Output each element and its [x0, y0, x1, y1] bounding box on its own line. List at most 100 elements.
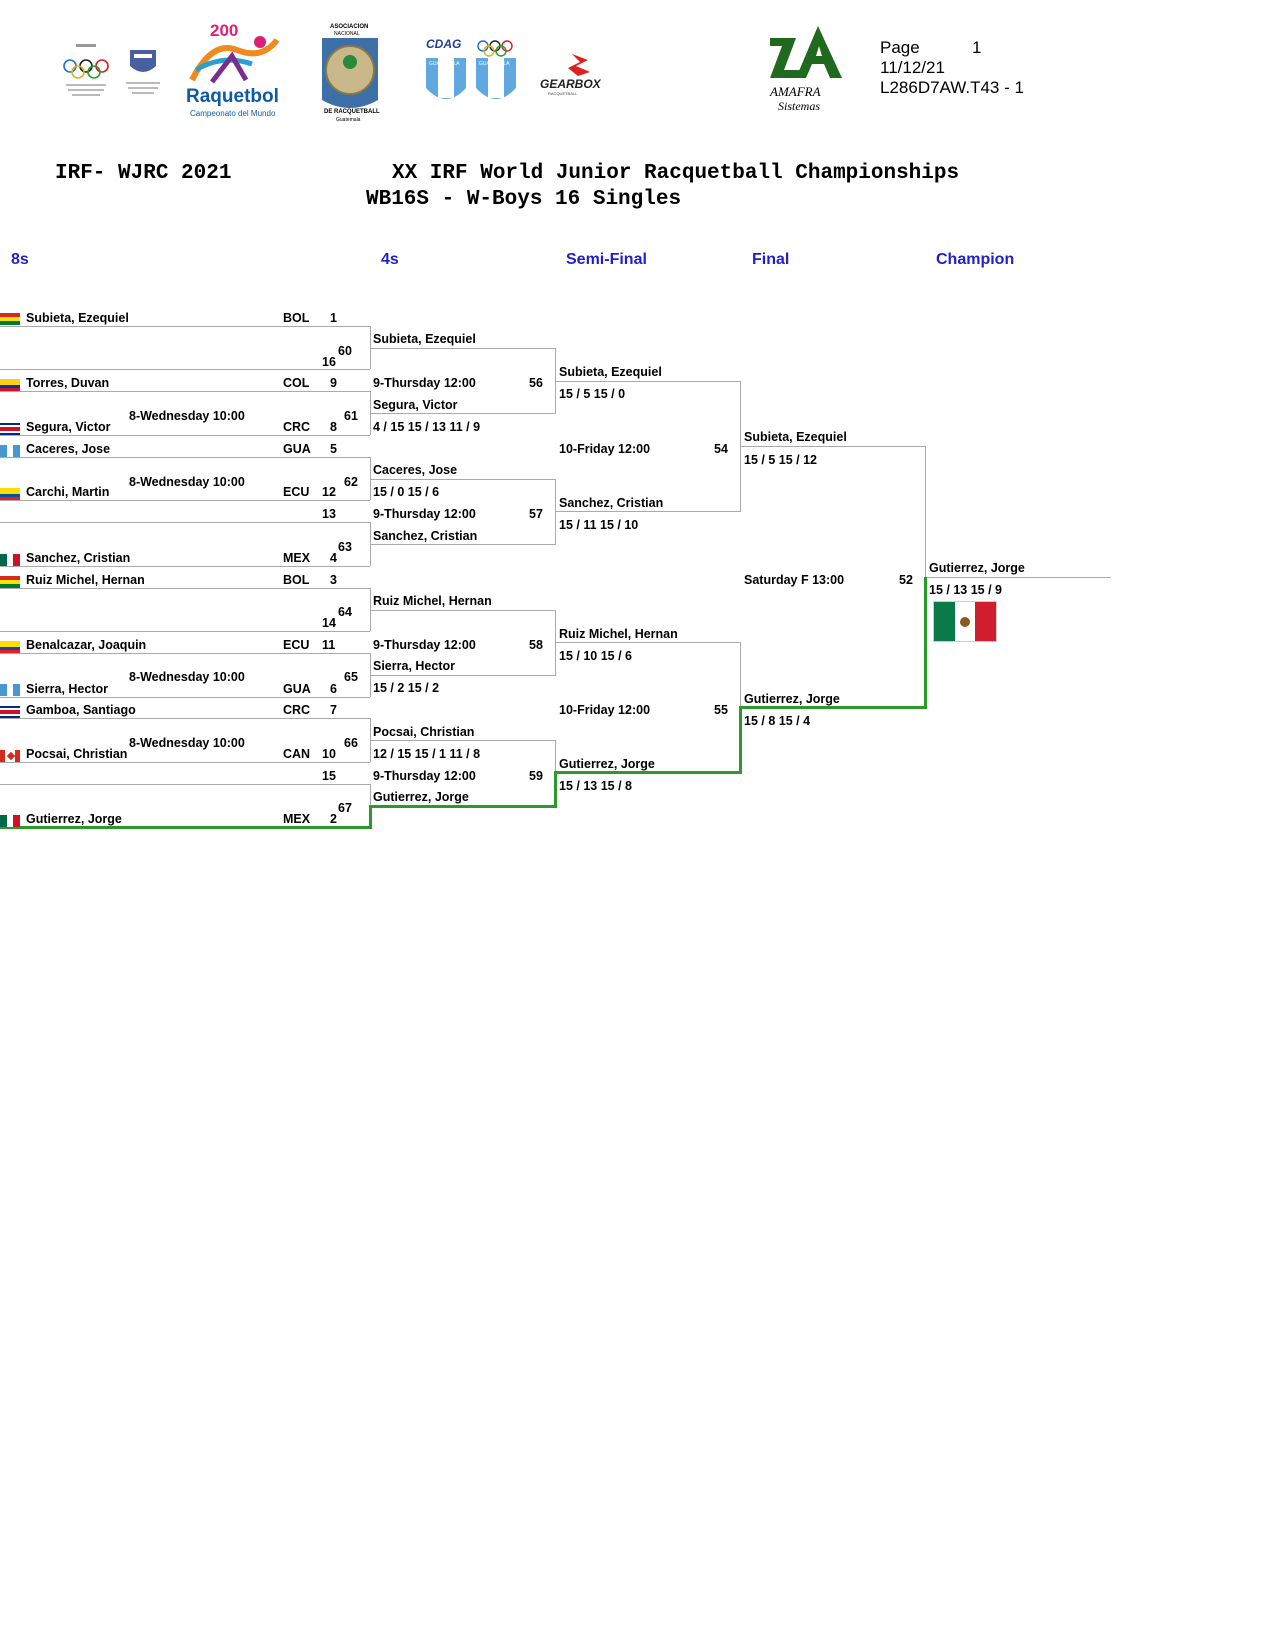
bracket-line: [370, 544, 556, 545]
guatemala-flag-icon: [0, 445, 20, 457]
bracket-line: [0, 326, 370, 327]
match-number: 66: [344, 736, 358, 750]
svg-text:NACIONAL: NACIONAL: [334, 31, 360, 37]
round-header-semi-final: Semi-Final: [566, 251, 647, 268]
match-number: 65: [344, 670, 358, 684]
gearbox-logo: GEARBOX RACQUETBALL: [538, 50, 628, 96]
bracket-line: [0, 435, 370, 436]
match-number: 61: [344, 409, 358, 423]
match-number: 55: [714, 703, 728, 717]
match-number: 54: [714, 442, 728, 456]
match-number: 52: [899, 573, 913, 587]
round-header-final: Final: [752, 251, 790, 268]
bracket-line: [555, 642, 741, 643]
match-number: 64: [338, 605, 352, 619]
player-country: ECU: [283, 485, 310, 499]
bye-seed: 14: [322, 616, 336, 630]
svg-text:Raquetbol: Raquetbol: [186, 86, 279, 107]
division-title: WB16S - W-Boys 16 Singles: [366, 188, 682, 211]
bracket-line: [0, 566, 370, 567]
winner-name: Segura, Victor: [373, 398, 458, 412]
player-country: CRC: [283, 420, 311, 434]
bracket-line: [370, 740, 556, 741]
match-number: 67: [338, 801, 352, 815]
olympic-committee-logo-1: [60, 42, 112, 100]
print-date: 11/12/21: [880, 58, 945, 77]
winner-path: [739, 706, 742, 774]
match-number: 58: [529, 638, 543, 652]
player-country: CRC: [283, 703, 311, 717]
player-name: Sanchez, Cristian: [26, 551, 131, 565]
player-seed: 7: [330, 703, 337, 717]
bracket-line: [0, 762, 370, 763]
winner-name: Gutierrez, Jorge: [373, 790, 469, 804]
match-score: 15 / 8 15 / 4: [744, 714, 811, 728]
player-country: CAN: [283, 747, 311, 761]
svg-text:GUATEMALA: GUATEMALA: [479, 61, 510, 67]
player-country: BOL: [283, 573, 310, 587]
player-seed: 1: [330, 311, 337, 325]
player-seed: 2: [330, 812, 337, 826]
report-code: L286D7AW.T43 - 1: [880, 78, 1024, 97]
bolivia-flag-icon: [0, 313, 20, 325]
match-score: 15 / 5 15 / 12: [744, 453, 817, 467]
match-time: Saturday F 13:00: [744, 573, 845, 587]
player-country: GUA: [283, 442, 311, 456]
winner-name: Pocsai, Christian: [373, 725, 475, 739]
champion-name: Gutierrez, Jorge: [929, 561, 1025, 575]
bracket-line: [0, 391, 370, 392]
player-seed: 9: [330, 376, 337, 390]
winner-path: [554, 771, 742, 774]
bracket-line: [0, 631, 370, 632]
player-seed: 6: [330, 682, 337, 696]
match-time: 9-Thursday 12:00: [373, 638, 476, 652]
svg-text:CDAG: CDAG: [426, 37, 461, 51]
match-number: 62: [344, 475, 358, 489]
cdag-logo: CDAG GUATEMALA GUATEMALA: [420, 36, 522, 108]
match-time: 9-Thursday 12:00: [373, 376, 476, 390]
bracket-line: [555, 511, 741, 512]
svg-text:Guatemala: Guatemala: [336, 117, 361, 123]
bracket-line: [0, 369, 370, 370]
match-time: 10-Friday 12:00: [559, 442, 651, 456]
player-seed: 5: [330, 442, 337, 456]
match-time: 8-Wednesday 10:00: [129, 409, 245, 423]
player-name: Segura, Victor: [26, 420, 111, 434]
bracket-line: [370, 326, 371, 369]
guatemala-flag-icon: [0, 684, 20, 696]
match-number: 60: [338, 344, 352, 358]
svg-text:GUATEMALA: GUATEMALA: [429, 61, 460, 67]
player-name: Subieta, Ezequiel: [26, 311, 129, 325]
bracket-line: [370, 348, 556, 349]
bracket-line: [0, 718, 370, 719]
bye-seed: 16: [322, 355, 336, 369]
player-seed: 11: [322, 638, 336, 652]
bracket-line: [925, 446, 926, 577]
player-name: Gamboa, Santiago: [26, 703, 136, 717]
bracket-line: [370, 413, 556, 414]
winner-path: [369, 806, 372, 829]
match-score: 15 / 0 15 / 6: [373, 485, 440, 499]
winner-path: [554, 772, 557, 808]
champion-score: 15 / 13 15 / 9: [929, 583, 1002, 597]
match-number: 59: [529, 769, 543, 783]
player-country: MEX: [283, 551, 311, 565]
player-seed: 8: [330, 420, 337, 434]
player-name: Torres, Duvan: [26, 376, 110, 390]
winner-path: [369, 805, 557, 808]
match-score: 15 / 2 15 / 2: [373, 681, 440, 695]
bracket-line: [370, 588, 371, 631]
svg-text:AMAFRA: AMAFRA: [769, 84, 821, 99]
player-country: MEX: [283, 812, 311, 826]
bracket-line: [740, 642, 741, 706]
mexico-flag-icon: [933, 601, 997, 642]
raquetbol-200-logo: 200 Raquetbol Campeonato del Mundo: [182, 20, 282, 120]
ecuador-flag-icon: [0, 488, 20, 500]
bracket-line: [0, 653, 370, 654]
match-time: 9-Thursday 12:00: [373, 507, 476, 521]
player-seed: 3: [330, 573, 337, 587]
costa-rica-flag-icon: [0, 423, 20, 435]
bolivia-flag-icon: [0, 576, 20, 588]
winner-path: [739, 706, 927, 709]
player-seed: 10: [322, 747, 336, 761]
